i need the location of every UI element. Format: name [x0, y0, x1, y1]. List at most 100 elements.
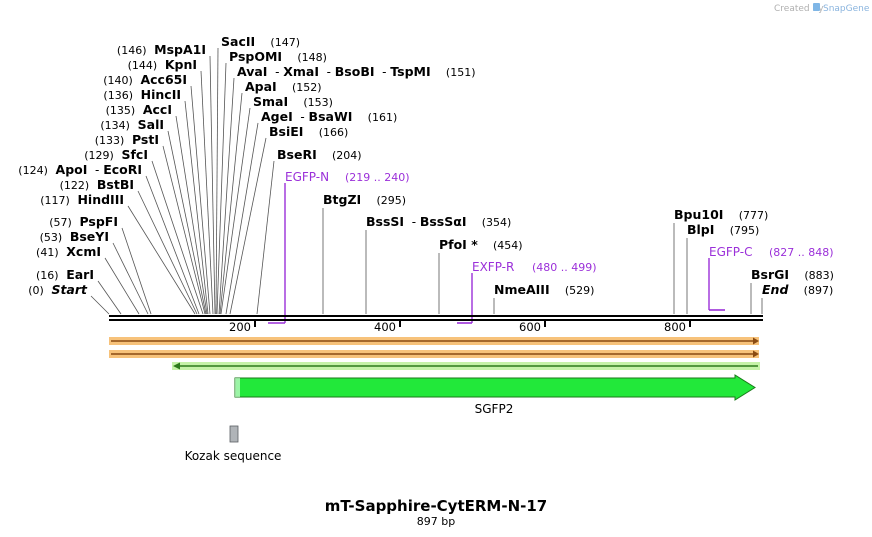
orf-forward-2[interactable] [109, 350, 759, 358]
primer-range: (827 .. 848) [769, 246, 834, 259]
site-position: (148) [297, 51, 327, 64]
site-label-end[interactable]: End (897) [762, 282, 833, 297]
tick-label: 600 [519, 320, 541, 334]
site-label-agei[interactable]: AgeI - BsaWI (161) [261, 109, 397, 124]
site-label-acc65i[interactable]: (140) Acc65I [103, 72, 187, 87]
site-separator [48, 163, 56, 177]
site-separator [44, 283, 52, 297]
site-label-bsrgi[interactable]: BsrGI (883) [751, 267, 834, 282]
site-separator [89, 178, 97, 192]
site-position: (146) [117, 44, 147, 57]
site-enzyme-name: MspA1I [154, 42, 206, 57]
site-line-apoi [145, 175, 200, 315]
primer-exfp-r[interactable]: EXFP-R (480 .. 499) [457, 260, 597, 324]
site-position: (795) [730, 224, 760, 237]
primer-egfp-c[interactable]: EGFP-C (827 .. 848) [708, 245, 834, 311]
site-line-start [90, 295, 110, 315]
site-label-pspfi[interactable]: (57) PspFI [49, 214, 118, 229]
site-position: (147) [270, 36, 300, 49]
site-position: (140) [103, 74, 133, 87]
tick-label: 400 [374, 320, 396, 334]
site-position: (117) [40, 194, 70, 207]
site-enzyme-name: SalI [138, 117, 164, 132]
primer-range: (219 .. 240) [345, 171, 410, 184]
site-label-sali[interactable]: (134) SalI [100, 117, 164, 132]
site-enzyme-name: ApaI [245, 79, 277, 94]
site-separator [59, 245, 67, 259]
site-position: (454) [493, 239, 523, 252]
site-separator [352, 110, 367, 124]
site-position: (144) [128, 59, 158, 72]
site-separator [277, 80, 292, 94]
site-label-apoi[interactable]: (124) ApoI - EcoRI [18, 162, 142, 177]
feature-kozak[interactable]: Kozak sequence [185, 425, 282, 463]
site-enzyme-name: BseRI [277, 147, 317, 162]
site-enzyme-name: SacII [221, 34, 255, 49]
site-separator [114, 148, 122, 162]
site-label-pfoi[interactable]: PfoI * (454) [439, 237, 523, 252]
site-position: (204) [332, 149, 362, 162]
site-enzyme-name: SfcI [121, 147, 148, 162]
site-enzyme-name: NmeAIII [494, 282, 550, 297]
site-position: (883) [804, 269, 834, 282]
site-line-acc65i [190, 85, 211, 315]
site-label-pspomi[interactable]: PspOMI (148) [229, 49, 327, 64]
site-label-acci[interactable]: (135) AccI [106, 102, 172, 117]
site-line-sacii [215, 47, 219, 315]
orf-reverse[interactable] [172, 362, 760, 370]
site-label-eari[interactable]: (16) EarI [36, 267, 94, 282]
site-label-start[interactable]: (0) Start [28, 282, 88, 297]
site-enzyme-name: HincII [141, 87, 181, 102]
site-enzyme-name: EcoRI [103, 162, 142, 177]
site-line-hindiii [127, 205, 196, 315]
site-label-nmeaiii[interactable]: NmeAIII (529) [494, 282, 594, 297]
site-label-psti[interactable]: (133) PstI [95, 132, 159, 147]
site-separator [130, 118, 138, 132]
site-enzyme-name: XcmI [66, 244, 101, 259]
site-label-btgzi[interactable]: BtgZI (295) [323, 192, 406, 207]
site-position: (134) [100, 119, 130, 132]
site-separator: - [293, 110, 309, 124]
site-separator [317, 148, 332, 162]
feature-label: SGFP2 [475, 402, 514, 416]
site-label-sfci[interactable]: (129) SfcI [84, 147, 148, 162]
site-enzyme-name: PstI [132, 132, 159, 147]
site-enzyme-name: BssSI [366, 214, 404, 229]
site-separator [788, 283, 803, 297]
primer-egfp-n[interactable]: EGFP-N (219 .. 240) [268, 170, 410, 324]
primer-label: EGFP-N [285, 170, 329, 184]
site-line-smai [220, 107, 251, 315]
site-position: (133) [95, 134, 125, 147]
site-line-apai [219, 92, 243, 315]
site-line-eari [97, 280, 122, 315]
site-position: (16) [36, 269, 59, 282]
site-label-sacii[interactable]: SacII (147) [221, 34, 300, 49]
site-label-bpu10i[interactable]: Bpu10I (777) [674, 207, 768, 222]
site-enzyme-name: BlpI [687, 222, 714, 237]
site-label-bsssi[interactable]: BssSI - BssSαI (354) [366, 214, 511, 229]
site-enzyme-name: TspMI [390, 64, 430, 79]
site-position: (777) [739, 209, 769, 222]
site-label-hindiii[interactable]: (117) HindIII [40, 192, 124, 207]
site-line-sali [167, 130, 207, 315]
orf-forward-1[interactable] [109, 337, 759, 345]
site-label-mspa1i[interactable]: (146) MspA1I [117, 42, 206, 57]
site-line-sfci [151, 160, 204, 315]
site-label-bsiei[interactable]: BsiEI (166) [269, 124, 348, 139]
site-label-bstbi[interactable]: (122) BstBI [60, 177, 134, 192]
credit-prefix: Created by [774, 4, 824, 14]
site-separator: - [267, 65, 283, 79]
site-separator: - [87, 163, 103, 177]
site-label-bseyi[interactable]: (53) BseYI [40, 229, 109, 244]
site-label-bseri[interactable]: BseRI (204) [277, 147, 362, 162]
site-label-xcmi[interactable]: (41) XcmI [36, 244, 101, 259]
site-line-pspomi [216, 62, 227, 315]
site-label-hincii[interactable]: (136) HincII [103, 87, 181, 102]
site-line-agei [225, 122, 259, 315]
site-label-kpni[interactable]: (144) KpnI [128, 57, 197, 72]
site-label-blpi[interactable]: BlpI (795) [687, 222, 759, 237]
site-label-avai[interactable]: AvaI - XmaI - BsoBI - TspMI (151) [237, 64, 476, 79]
site-label-smai[interactable]: SmaI (153) [253, 94, 333, 109]
site-label-apai[interactable]: ApaI (152) [245, 79, 322, 94]
feature-sgfp2[interactable]: SGFP2 [234, 374, 756, 416]
